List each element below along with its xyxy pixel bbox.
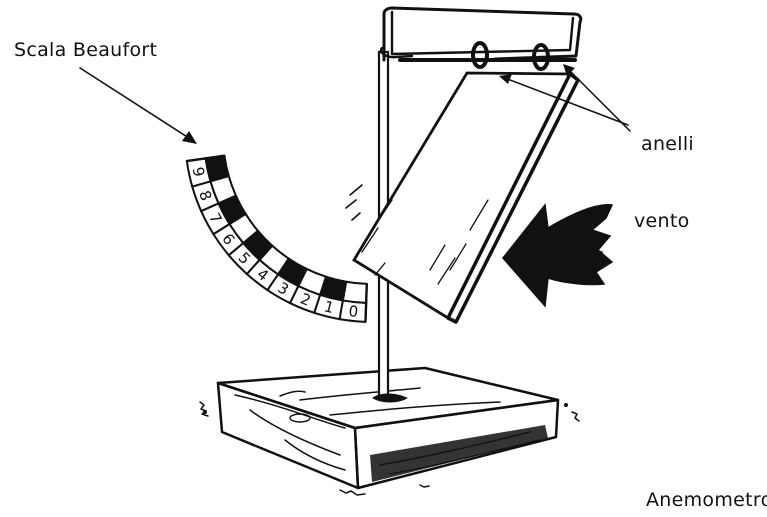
scale-end-edge [365,284,366,322]
rings-label: anelli [641,133,694,155]
scale-band-black [206,156,229,182]
caption-title: Anemometro [646,489,767,511]
wind-arrow-icon [503,205,612,306]
top-frame [381,8,581,60]
wooden-base [200,368,579,495]
beaufort-scale-label: Scala Beaufort [14,39,157,61]
wind-label: vento [634,210,690,232]
scale-number-label: 0 [348,302,359,321]
beaufort-label-arrow [80,68,197,144]
